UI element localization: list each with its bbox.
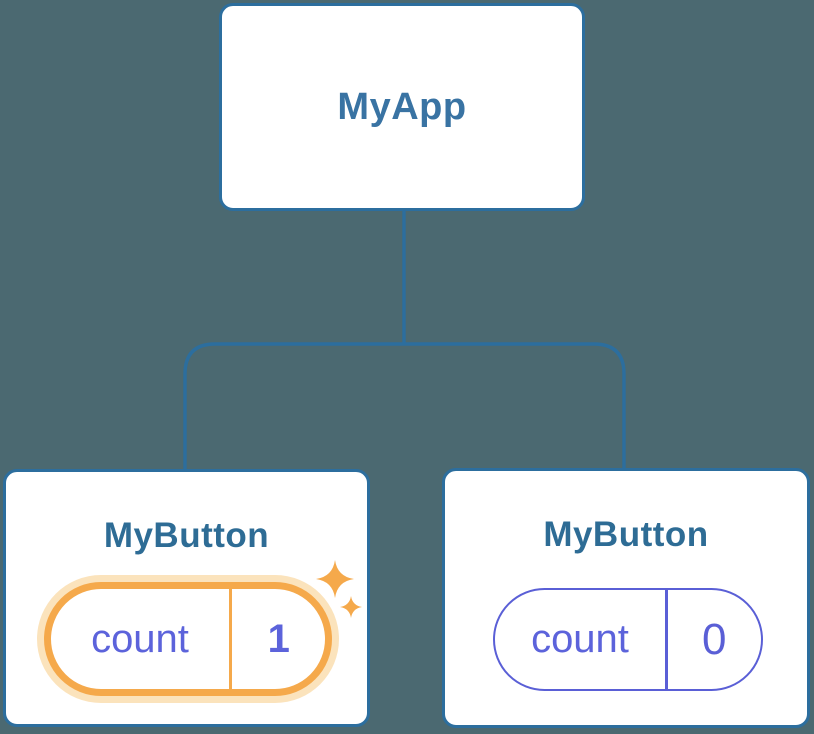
sparkle-large-icon (316, 560, 354, 598)
node-label: MyApp (337, 85, 467, 128)
tree-node-mybutton: MyButton count 0 (442, 468, 810, 728)
state-key-cell: count (51, 589, 229, 689)
state-value: 0 (702, 614, 727, 664)
tree-node-mybutton-highlighted: MyButton count 1 (3, 469, 370, 727)
state-value-cell: 1 (232, 589, 325, 689)
tree-node-myapp: MyApp (219, 3, 585, 211)
pill-divider (665, 590, 668, 689)
sparkle-icon (316, 560, 362, 618)
state-pill: count 0 (493, 588, 763, 691)
node-label: MyButton (543, 515, 709, 554)
connector-branch-bracket (183, 342, 626, 471)
state-key-label: count (91, 616, 189, 661)
state-pill-highlighted: count 1 (44, 582, 332, 696)
state-value: 1 (267, 616, 290, 661)
state-value-cell: 0 (668, 590, 762, 689)
node-label: MyButton (103, 516, 270, 555)
sparkle-small-icon (340, 596, 362, 618)
pill-divider (229, 589, 233, 689)
state-key-cell: count (495, 590, 665, 689)
state-key-label: count (531, 617, 629, 661)
